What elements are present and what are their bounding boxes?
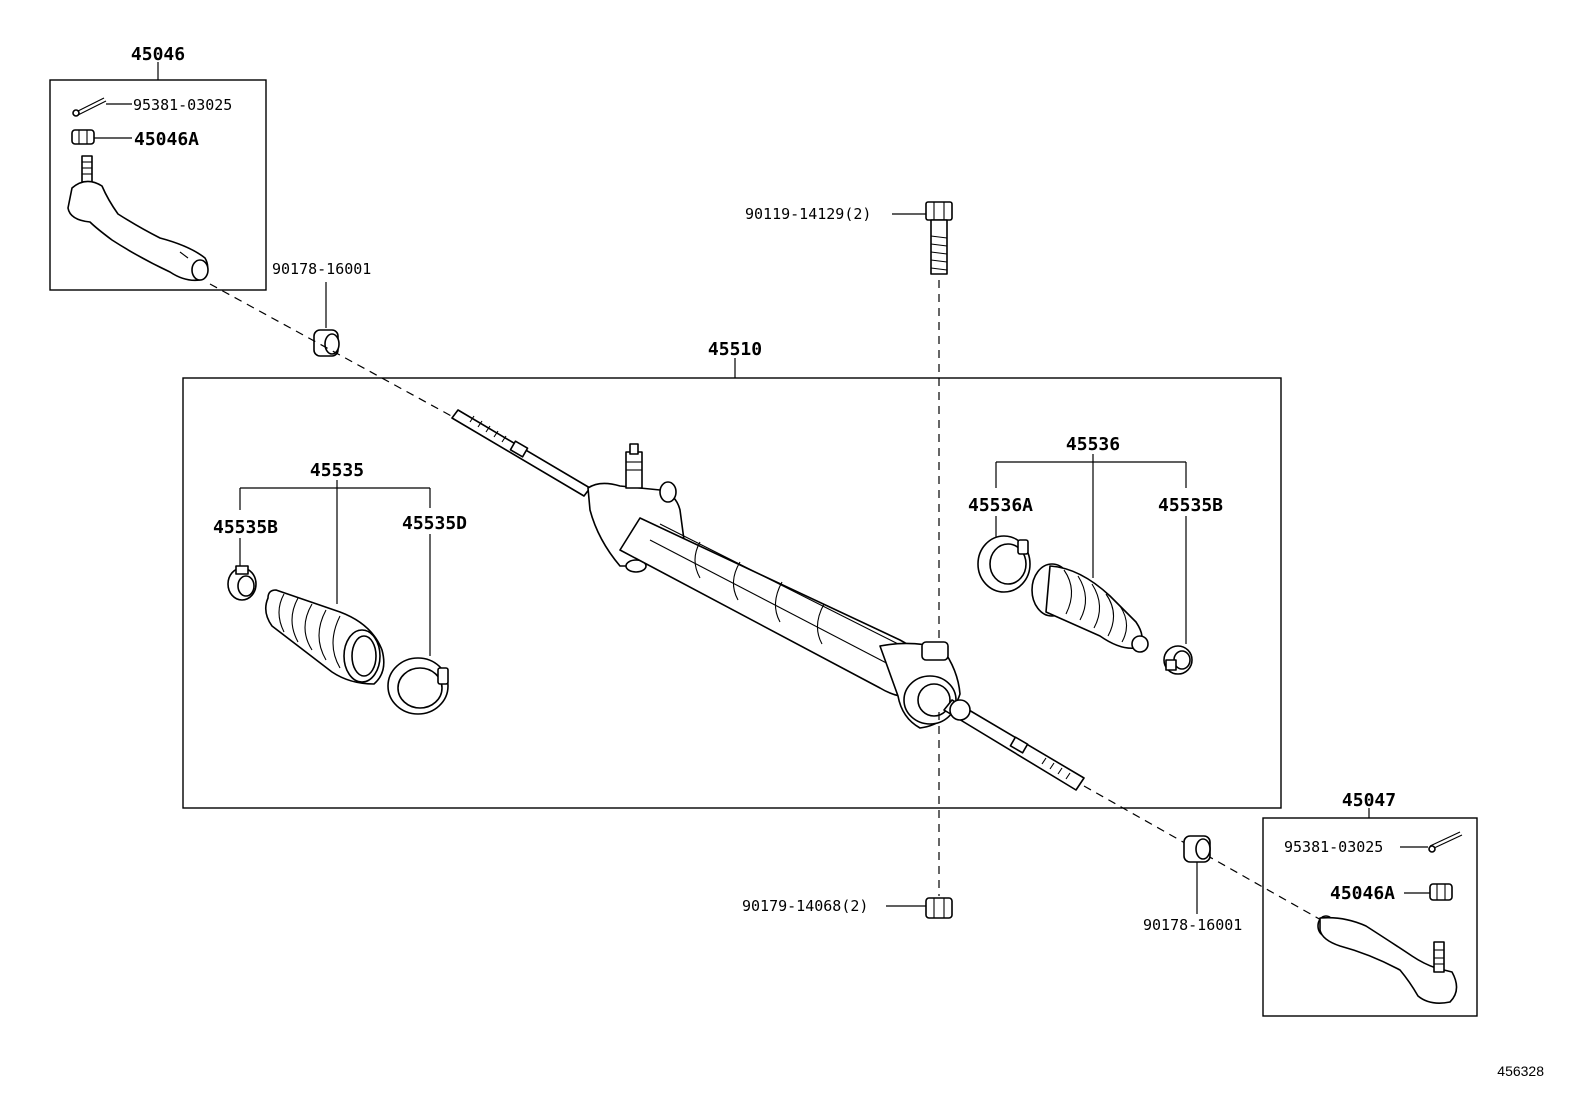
mount-nut-icon — [925, 897, 953, 919]
nut-left-icon — [71, 129, 95, 145]
clamp-left-small-icon — [227, 565, 257, 601]
label-clamp-left-large: 45535D — [402, 513, 467, 534]
bushing-left-icon — [313, 329, 340, 357]
label-tie-rod-end-right: 45047 — [1342, 790, 1396, 811]
label-cotter-pin-left: 95381-03025 — [133, 96, 232, 114]
clamp-right-small-icon — [1163, 645, 1193, 675]
gear-assembly-box — [182, 377, 1282, 809]
clamp-left-large-icon — [387, 657, 449, 715]
mount-bolt-icon — [925, 201, 953, 275]
label-tie-rod-end-left: 45046 — [131, 44, 185, 65]
image-id: 456328 — [1497, 1063, 1544, 1079]
label-clamp-right-small: 45535B — [1158, 495, 1223, 516]
label-cotter-pin-right: 95381-03025 — [1284, 838, 1383, 856]
label-mount-bolt: 90119-14129(2) — [745, 205, 871, 223]
label-clamp-left-small: 45535B — [213, 517, 278, 538]
tie-rod-end-left-icon — [67, 155, 209, 282]
clamp-right-large-icon — [977, 535, 1031, 593]
boot-left-icon — [264, 589, 385, 685]
boot-kit-left-group: 45535 45535B 45535D — [213, 460, 467, 715]
label-gear-assembly: 45510 — [708, 339, 762, 360]
bushing-left-group: 90178-16001 — [272, 260, 371, 357]
label-nut-left: 45046A — [134, 129, 199, 150]
label-bushing-left: 90178-16001 — [272, 260, 371, 278]
gear-assembly-group: 45510 — [182, 339, 1282, 809]
label-clamp-right-large: 45536A — [968, 495, 1033, 516]
bushing-right-group: 90178-16001 — [1143, 835, 1242, 934]
boot-kit-right-group: 45536 45536A 45535B — [968, 434, 1223, 675]
tie-rod-end-right-icon — [1317, 915, 1458, 1004]
bushing-right-icon — [1183, 835, 1211, 863]
mount-nut-group: 90179-14068(2) — [742, 897, 953, 919]
nut-right-icon — [1429, 883, 1453, 901]
mount-bolt-group: 90119-14129(2) — [745, 201, 953, 640]
tie-rod-end-right-group: 45047 95381-03025 45046A — [1262, 790, 1478, 1017]
tie-rod-end-right-box — [1262, 817, 1478, 1017]
label-boot-kit-left: 45535 — [310, 460, 364, 481]
label-boot-kit-right: 45536 — [1066, 434, 1120, 455]
steering-rack-icon — [451, 409, 1085, 791]
label-mount-nut: 90179-14068(2) — [742, 897, 868, 915]
label-nut-right: 45046A — [1330, 883, 1395, 904]
cotter-pin-right-icon — [1428, 831, 1463, 853]
cotter-pin-left-icon — [72, 97, 107, 117]
tie-rod-end-left-group: 45046 95381-03025 45046A — [49, 44, 267, 291]
label-bushing-right: 90178-16001 — [1143, 916, 1242, 934]
boot-right-icon — [1031, 563, 1149, 653]
